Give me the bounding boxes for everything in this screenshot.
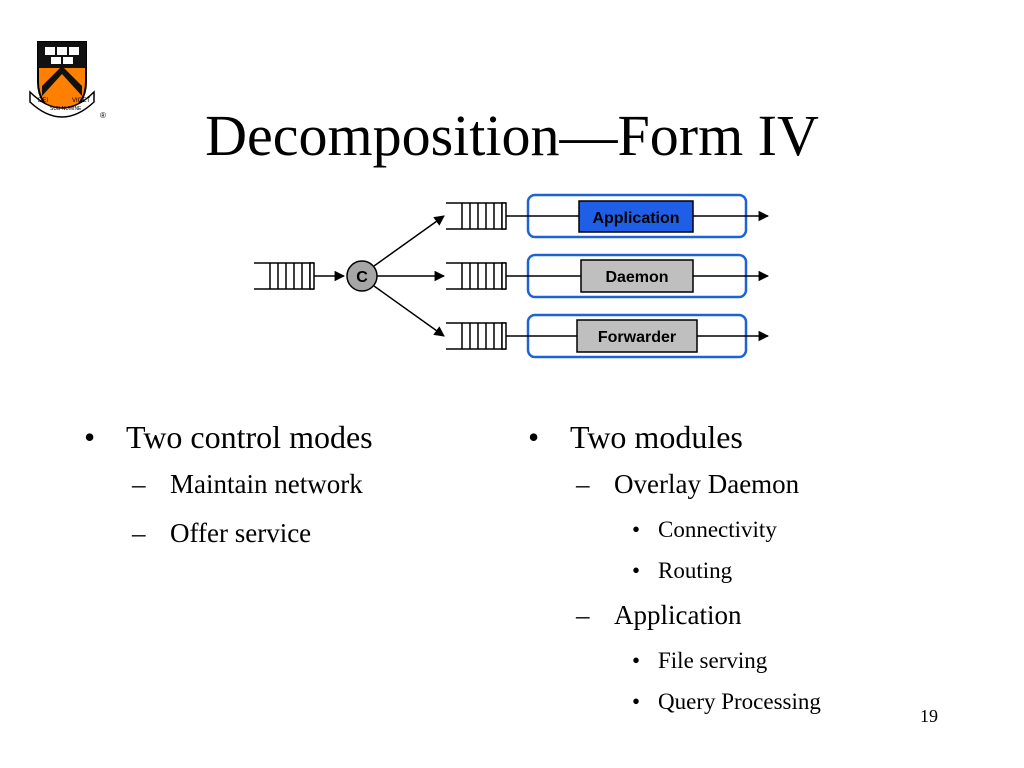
- module-label-daemon: Daemon: [605, 269, 668, 286]
- bullet-item: –Maintain network: [84, 460, 504, 509]
- bullet-marker: –: [132, 518, 146, 548]
- bullet-item: • Two modules: [528, 414, 948, 460]
- bullet-item: • File serving: [528, 640, 948, 681]
- bullet-text: Routing: [658, 558, 733, 583]
- architecture-diagram: C: [254, 193, 770, 359]
- bullet-item: • Connectivity: [528, 509, 948, 550]
- bullet-text: File serving: [658, 648, 768, 673]
- bullet-item: • Query Processing: [528, 681, 948, 722]
- module-label-forwarder: Forwarder: [598, 329, 676, 346]
- crest-registered-mark: ®: [100, 111, 106, 120]
- bullet-marker: •: [528, 419, 540, 455]
- bullet-marker: –: [576, 600, 590, 630]
- bullet-text: Two modules: [570, 419, 743, 455]
- module-box-application: Application: [578, 200, 694, 233]
- bullet-text: Query Processing: [658, 689, 821, 714]
- branch-line-application: [373, 215, 445, 267]
- bullet-text: Connectivity: [658, 517, 777, 542]
- bullet-item: • Routing: [528, 550, 948, 591]
- controller-label: C: [356, 269, 368, 286]
- crest-motto-1: DEI: [38, 98, 48, 104]
- module-box-daemon: Daemon: [580, 259, 694, 293]
- slide-title: Decomposition—Form IV: [205, 103, 819, 168]
- bullet-marker: •: [632, 689, 641, 714]
- bullet-text: Two control modes: [126, 419, 373, 455]
- bullet-item: –Application: [528, 591, 948, 640]
- bullet-marker: •: [632, 558, 641, 583]
- right-bullet-column: •Two modules –Overlay Daemon •Connectivi…: [528, 414, 948, 722]
- input-queue: [254, 262, 315, 290]
- bullet-text: Overlay Daemon: [614, 469, 800, 499]
- bullet-marker: –: [576, 469, 590, 499]
- crest-motto-3: VIGET: [72, 98, 90, 104]
- bullet-item: • Two control modes: [84, 414, 504, 460]
- princeton-crest-icon: DEI SUB NUMINE VIGET ®: [29, 41, 106, 120]
- controller-node: C: [346, 260, 378, 292]
- module-box-forwarder: Forwarder: [576, 319, 698, 353]
- module-label-application: Application: [592, 210, 679, 227]
- bullet-text: Maintain network: [170, 469, 363, 499]
- bullet-marker: –: [132, 469, 146, 499]
- queue-application: [446, 202, 507, 230]
- bullet-text: Application: [614, 600, 742, 630]
- bullet-marker: •: [632, 517, 641, 542]
- branch-line-forwarder: [373, 285, 445, 337]
- left-bullet-column: • Two control modes –Maintain network –Of…: [84, 414, 504, 558]
- queue-daemon: [446, 262, 507, 290]
- bullet-marker: •: [84, 419, 96, 455]
- queue-forwarder: [446, 322, 507, 350]
- bullet-item: –Overlay Daemon: [528, 460, 948, 509]
- page-number: 19: [920, 706, 938, 726]
- bullet-text: Offer service: [170, 518, 312, 548]
- bullet-item: –Offer service: [84, 509, 504, 558]
- crest-motto-2: SUB NUMINE: [50, 106, 82, 112]
- bullet-marker: •: [632, 648, 641, 673]
